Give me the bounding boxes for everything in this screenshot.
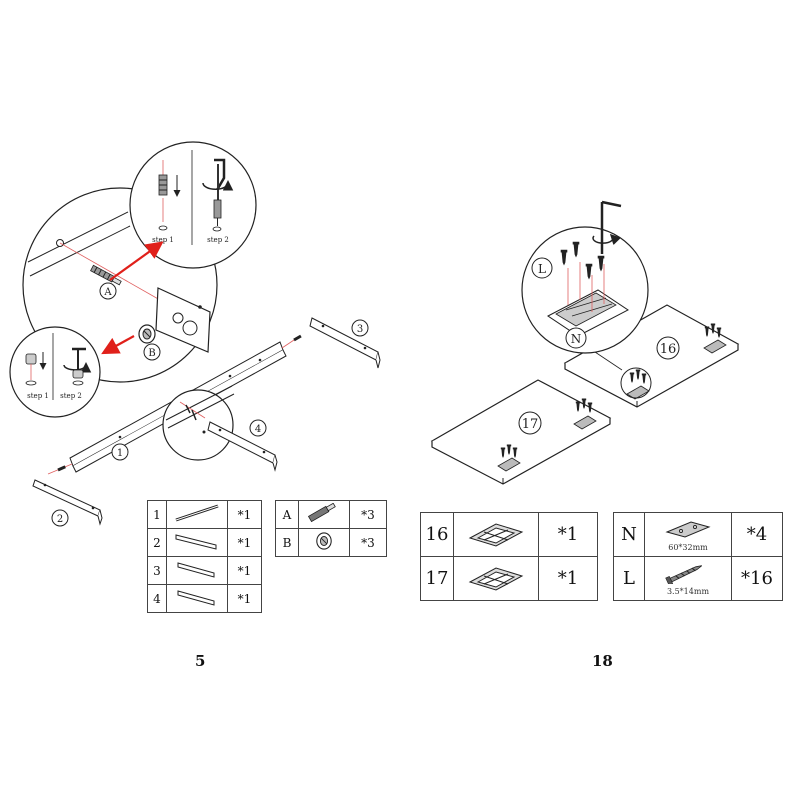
callout-b: B <box>148 348 155 359</box>
hardware-qty: *3 <box>349 500 387 529</box>
detail-circle-connector <box>521 226 649 371</box>
part-qty: *1 <box>538 556 598 601</box>
red-arrow-to-top-bubble <box>109 241 164 281</box>
hardware-qty: *4 <box>731 512 783 557</box>
callout-3: 3 <box>357 324 363 335</box>
callout-circle-n <box>565 327 587 349</box>
rotation-arrow-icon <box>592 233 621 246</box>
connector-plate-icon: 60*32mm <box>644 512 732 557</box>
step1-label-top: step 1 <box>152 236 174 244</box>
part-id: 1 <box>147 500 167 529</box>
part-image <box>166 584 228 613</box>
part-qty: *1 <box>227 500 262 529</box>
part-image <box>453 556 539 601</box>
callout-16: 16 <box>660 342 677 357</box>
part-qty: *1 <box>227 556 262 585</box>
callout-circle-l <box>531 257 553 279</box>
part-image <box>453 512 539 557</box>
spec-label: 3.5*14mm <box>666 586 710 596</box>
table-row: 3 *1 <box>147 556 262 585</box>
cam-bolt-icon <box>90 264 122 286</box>
hardware-qty: *16 <box>731 556 783 601</box>
callout-a: A <box>103 287 112 298</box>
callout-circle-17 <box>518 411 542 435</box>
part-qty: *1 <box>227 584 262 613</box>
part-id: 16 <box>420 512 454 557</box>
table-row: 4 *1 <box>147 584 262 613</box>
parts-table-right: 16 *1 17 *1 <box>420 512 598 601</box>
step1-label-left: step 1 <box>27 392 49 400</box>
part-qty: *1 <box>227 528 262 557</box>
part-qty: *1 <box>538 512 598 557</box>
callout-circle-3 <box>351 319 369 337</box>
hardware-id: L <box>613 556 645 601</box>
callout-circle-16 <box>656 336 680 360</box>
red-arrow-to-left-bubble <box>101 335 135 355</box>
part-17-board <box>430 379 612 485</box>
cam-bolt-icon <box>298 500 350 529</box>
page-number-left: 5 <box>195 652 206 670</box>
spec-label: 60*32mm <box>668 542 708 552</box>
parts-table-left: 1 *1 2 *1 3 *1 4 *1 <box>147 500 262 613</box>
part-image <box>166 500 228 529</box>
screw-icon: 3.5*14mm <box>644 556 732 601</box>
callout-circle-b <box>143 343 161 361</box>
part-4-panel <box>207 421 278 472</box>
allen-key-icon <box>600 200 622 254</box>
part-image <box>166 556 228 585</box>
part-3-panel <box>309 317 381 369</box>
part-id: 3 <box>147 556 167 585</box>
hardware-qty: *3 <box>349 528 387 557</box>
part-id: 2 <box>147 528 167 557</box>
part-16-board <box>563 304 740 408</box>
part-image <box>166 528 228 557</box>
table-row: 1 *1 <box>147 500 262 529</box>
step-bubble-top <box>129 141 257 269</box>
hardware-id: N <box>613 512 645 557</box>
callout-4: 4 <box>255 424 261 435</box>
part-2-panel <box>32 479 103 526</box>
part-id: 17 <box>420 556 454 601</box>
step2-label-top: step 2 <box>207 236 229 244</box>
step-bubble-left <box>9 326 101 418</box>
callout-n: N <box>571 332 582 346</box>
table-row: 17 *1 <box>420 556 598 601</box>
callout-2: 2 <box>57 514 63 525</box>
hardware-table-right: N 60*32mm *4 L 3.5*14mm *16 <box>613 512 783 601</box>
callout-circle-4 <box>249 419 267 437</box>
cam-lock-icon <box>138 324 156 344</box>
part-id: 4 <box>147 584 167 613</box>
connector-plate-icon <box>497 415 597 472</box>
detail-circle-part-4 <box>162 385 235 461</box>
hardware-id: B <box>275 528 299 557</box>
page-number-right: 18 <box>592 652 613 670</box>
table-row: 2 *1 <box>147 528 262 557</box>
table-row: N 60*32mm *4 <box>613 512 783 557</box>
callout-17: 17 <box>522 417 539 432</box>
hardware-table-left: A *3 B *3 <box>275 500 387 557</box>
step2-label-left: step 2 <box>60 392 82 400</box>
table-row: L 3.5*14mm *16 <box>613 556 783 601</box>
table-row: 16 *1 <box>420 512 598 557</box>
hardware-id: A <box>275 500 299 529</box>
callout-l: L <box>538 262 546 276</box>
callout-circle-a <box>99 282 117 300</box>
callout-1: 1 <box>117 448 123 459</box>
table-row: A *3 <box>275 500 387 529</box>
callout-circle-1 <box>111 443 129 461</box>
detail-circle-small <box>620 367 652 399</box>
cam-lock-icon <box>298 528 350 557</box>
table-row: B *3 <box>275 528 387 557</box>
callout-circle-2 <box>51 509 69 527</box>
